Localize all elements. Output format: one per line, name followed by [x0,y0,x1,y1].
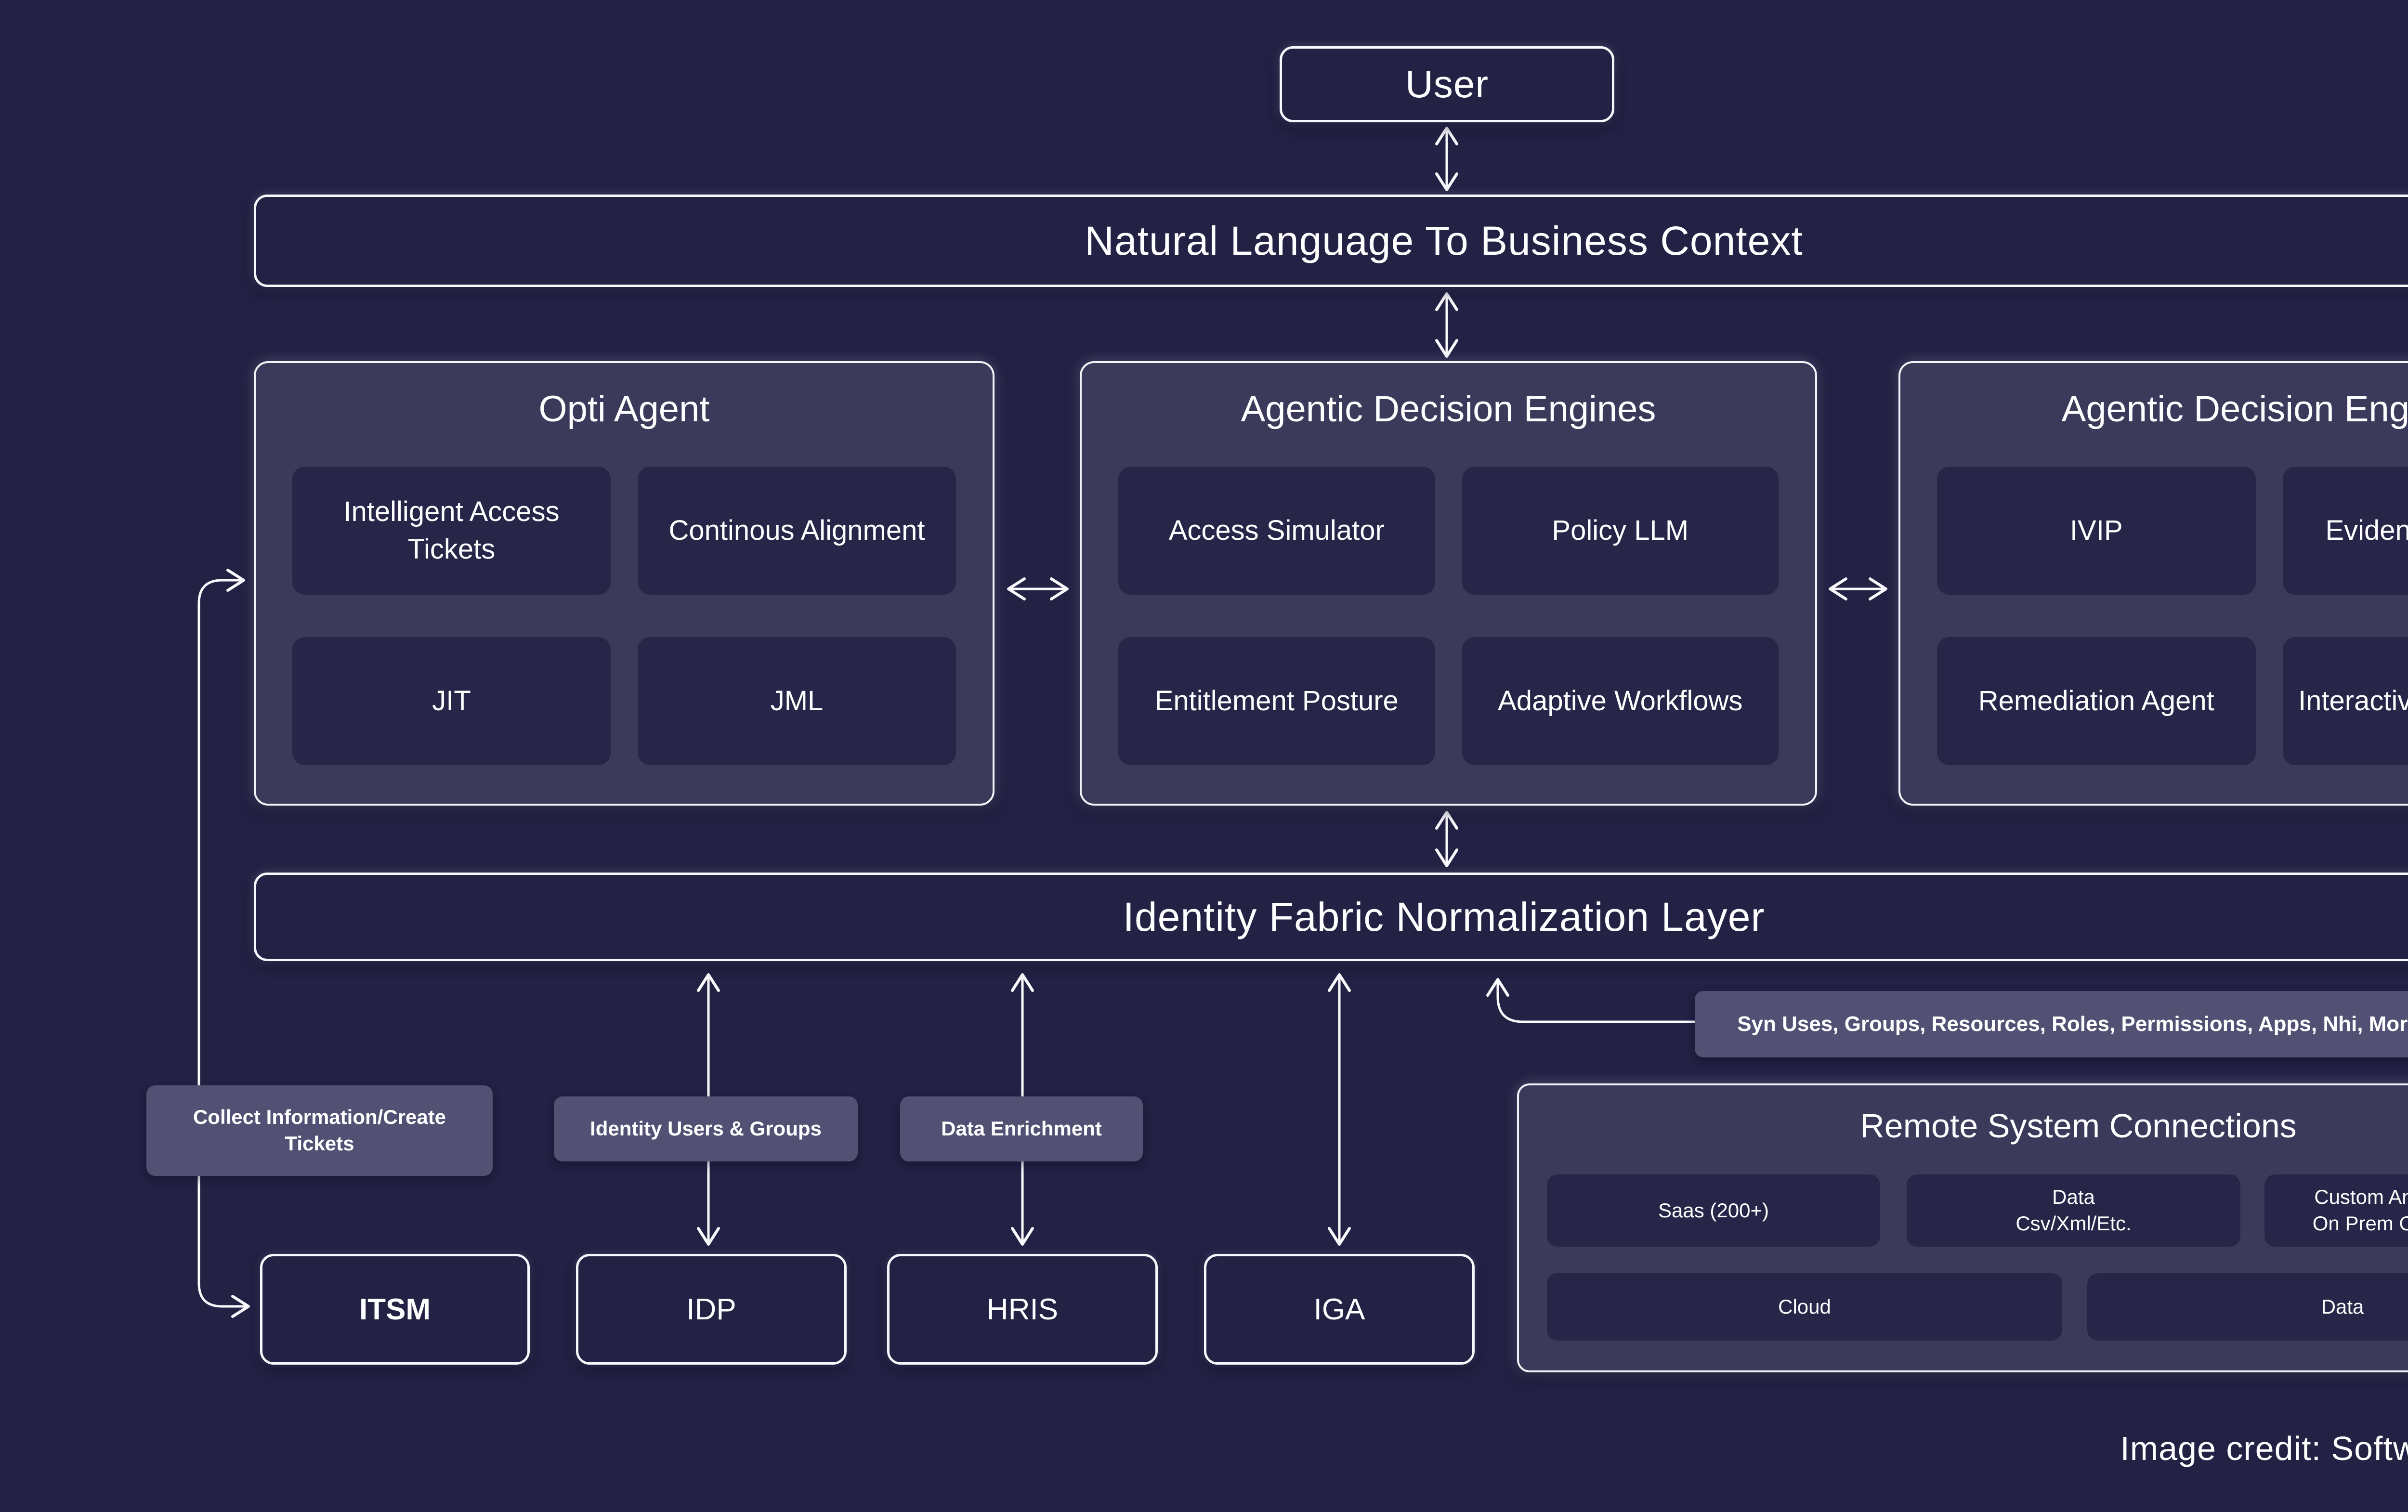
module-jit: JIT [292,637,611,765]
module-policy-llm: Policy LLM [1462,467,1779,595]
module-jml: JML [638,637,956,765]
group-agentic-decision-engines-right: Agentic Decision Engines IVIP Evidence C… [1898,361,2408,806]
module-ivip: IVIP [1937,467,2256,595]
remote-connector-cloud: Cloud [1547,1273,2062,1341]
bar-identity-fabric-label: Identity Fabric Normalization Layer [1123,894,1765,939]
remote-connector-data-csv: Data Csv/Xml/Etc. [1907,1174,2240,1247]
module-evidence-collector: Evidence Collector [2282,467,2408,595]
module-access-simulator: Access Simulator [1118,467,1435,595]
node-user: User [1280,46,1614,122]
group-ade-right-modules: IVIP Evidence Collector Remediation Agen… [1937,467,2408,765]
module-continous-alignment: Continous Alignment [638,467,956,595]
remote-panel: Remote System Connections Saas (200+) Da… [1517,1083,2408,1372]
remote-panel-title: Remote System Connections [1860,1107,2297,1145]
arrow-opti-itsm-route [197,569,250,1318]
module-entitlement-posture: Entitlement Posture [1118,637,1435,765]
remote-connector-saas: Saas (200+) [1547,1174,1880,1247]
bar-natural-language-label: Natural Language To Business Context [1085,218,1803,263]
remote-connector-custom: Custom Any Home Grown On Prem Or SaaS Sy… [2264,1174,2408,1247]
bar-natural-language: Natural Language To Business Context [254,195,2408,287]
pill-collect-tickets: Collect Information/Create Tickets [146,1085,493,1176]
group-opti-agent: Opti Agent Intelligent Access Tickets Co… [254,361,995,806]
group-ade-center-title: Agentic Decision Engines [1241,389,1656,430]
module-adaptive-workflows: Adaptive Workflows [1462,637,1779,765]
group-agentic-decision-engines-center: Agentic Decision Engines Access Simulato… [1080,361,1817,806]
group-opti-agent-modules: Intelligent Access Tickets Continous Ali… [292,467,956,765]
system-box-iga: IGA [1204,1254,1475,1365]
arrow-sync-to-fabric [1486,978,1696,1023]
group-ade-center-modules: Access Simulator Policy LLM Entitlement … [1118,467,1779,765]
module-intelligent-access-tickets: Intelligent Access Tickets [292,467,611,595]
group-ade-right-title: Agentic Decision Engines [2061,389,2408,430]
pill-data-enrichment: Data Enrichment [900,1096,1143,1161]
remote-connector-data: Data [2087,1273,2408,1341]
pill-sync-summary: Syn Uses, Groups, Resources, Roles, Perm… [1695,991,2408,1057]
system-box-idp: IDP [576,1254,847,1365]
pill-identity-users-groups: Identity Users & Groups [554,1096,858,1161]
system-box-itsm: ITSM [260,1254,530,1365]
credit-text: Image credit: Software Analyst Cyber Res… [2120,1430,2408,1467]
module-interactive-access-map: Interactive Access Map [2282,637,2408,765]
module-remediation-agent: Remediation Agent [1937,637,2256,765]
node-user-label: User [1405,63,1489,105]
system-box-hris: HRIS [887,1254,1158,1365]
bar-identity-fabric: Identity Fabric Normalization Layer [254,873,2408,961]
group-opti-agent-title: Opti Agent [538,389,710,430]
